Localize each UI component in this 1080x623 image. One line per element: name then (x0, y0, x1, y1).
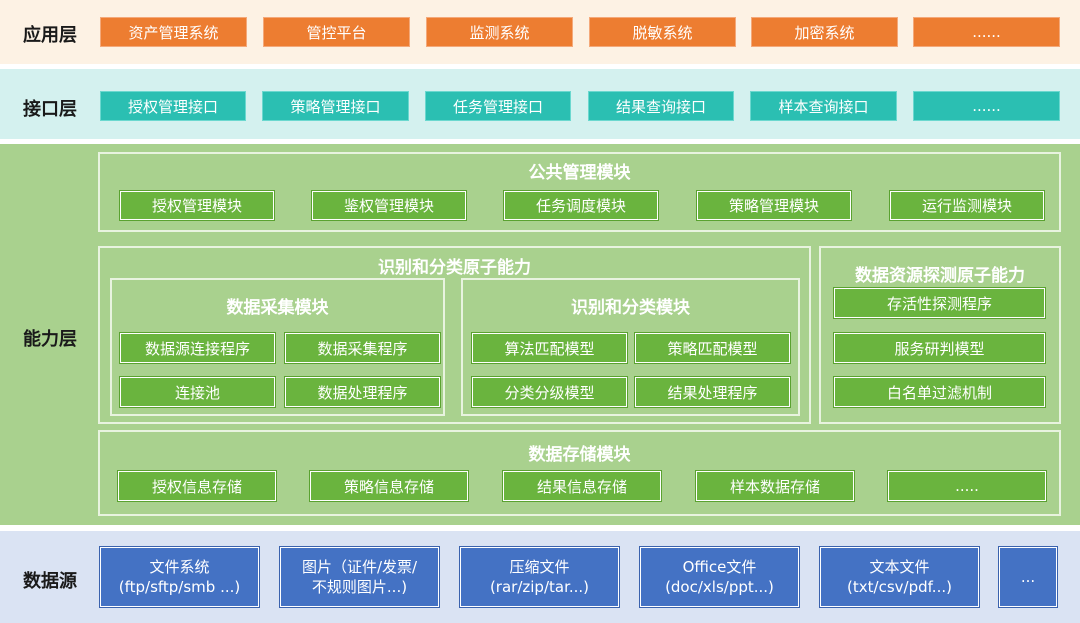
public-item-auth[interactable]: 授权管理模块 (120, 191, 274, 220)
source-item-subtitle: 不规则图片...) (311, 578, 408, 596)
source-item-title: 文件系统 (149, 558, 210, 576)
source-item-subtitle: (txt/csv/pdf...) (847, 578, 952, 596)
source-item-file-system[interactable]: 文件系统 (ftp/sftp/smb ...) (100, 547, 259, 607)
source-item-title: ... (1020, 568, 1036, 586)
collection-item-connection-pool[interactable]: 连接池 (120, 377, 275, 407)
app-layer-label: 应用层 (23, 25, 77, 46)
app-item-encryption-system[interactable]: 加密系统 (751, 17, 898, 47)
storage-item-more[interactable]: ..... (888, 471, 1046, 501)
collection-item-collector[interactable]: 数据采集程序 (285, 333, 440, 363)
source-item-title: 压缩文件 (509, 558, 570, 576)
public-module-box: 公共管理模块 (98, 152, 1061, 232)
api-item-more[interactable]: ...... (913, 91, 1060, 121)
storage-box: 数据存储模块 (98, 430, 1061, 516)
collection-title: 数据采集模块 (226, 298, 329, 318)
app-item-masking-system[interactable]: 脱敏系统 (589, 17, 736, 47)
storage-title: 数据存储模块 (528, 445, 631, 465)
public-module-title: 公共管理模块 (528, 163, 631, 183)
api-item-auth[interactable]: 授权管理接口 (100, 91, 246, 121)
app-item-asset-management[interactable]: 资产管理系统 (100, 17, 247, 47)
public-item-task-scheduling[interactable]: 任务调度模块 (504, 191, 658, 220)
probe-item-whitelist-filter[interactable]: 白名单过滤机制 (834, 377, 1045, 407)
storage-item-policy-info[interactable]: 策略信息存储 (310, 471, 468, 501)
source-item-subtitle: (doc/xls/ppt...) (665, 578, 774, 596)
storage-item-sample-data[interactable]: 样本数据存储 (696, 471, 854, 501)
probe-item-liveness-detection[interactable]: 存活性探测程序 (834, 288, 1045, 318)
app-layer-band: 应用层 资产管理系统 管控平台 监测系统 脱敏系统 加密系统 ...... (0, 0, 1080, 64)
public-item-authentication[interactable]: 鉴权管理模块 (312, 191, 466, 220)
recognition-title: 识别和分类原子能力 (378, 258, 531, 278)
api-item-result-query[interactable]: 结果查询接口 (588, 91, 734, 121)
source-item-title: Office文件 (682, 558, 757, 576)
api-layer-label: 接口层 (23, 99, 77, 120)
classification-item-algorithm-model[interactable]: 算法匹配模型 (472, 333, 627, 363)
source-item-archives[interactable]: 压缩文件 (rar/zip/tar...) (460, 547, 619, 607)
classification-box: 识别和分类模块 (461, 278, 800, 416)
source-item-images[interactable]: 图片（证件/发票/ 不规则图片...) (280, 547, 439, 607)
probe-box: 数据资源探测原子能力 (819, 246, 1061, 424)
source-item-more[interactable]: ... (999, 547, 1057, 607)
public-item-runtime-monitoring[interactable]: 运行监测模块 (890, 191, 1044, 220)
source-item-title: 图片（证件/发票/ (301, 558, 418, 576)
recognition-box: 识别和分类原子能力 (98, 246, 811, 424)
source-layer-band: 数据源 文件系统 (ftp/sftp/smb ...) 图片（证件/发票/ 不规… (0, 531, 1080, 623)
source-item-office-files[interactable]: Office文件 (doc/xls/ppt...) (640, 547, 799, 607)
source-item-subtitle: (rar/zip/tar...) (489, 578, 590, 596)
source-item-title: 文本文件 (869, 558, 930, 576)
classification-item-result-processor[interactable]: 结果处理程序 (635, 377, 790, 407)
app-item-control-platform[interactable]: 管控平台 (263, 17, 410, 47)
probe-title: 数据资源探测原子能力 (855, 266, 1025, 286)
classification-item-policy-model[interactable]: 策略匹配模型 (635, 333, 790, 363)
source-layer-label: 数据源 (23, 571, 77, 592)
collection-item-processor[interactable]: 数据处理程序 (285, 377, 440, 407)
capability-layer-label: 能力层 (23, 329, 77, 350)
collection-box: 数据采集模块 (110, 278, 445, 416)
source-item-subtitle: (ftp/sftp/smb ...) (118, 578, 241, 596)
public-item-policy[interactable]: 策略管理模块 (697, 191, 851, 220)
api-item-policy[interactable]: 策略管理接口 (262, 91, 409, 121)
classification-item-grading-model[interactable]: 分类分级模型 (472, 377, 627, 407)
storage-item-result-info[interactable]: 结果信息存储 (503, 471, 661, 501)
capability-layer-band: 能力层 公共管理模块 授权管理模块 鉴权管理模块 任务调度模块 策略管理模块 运… (0, 144, 1080, 525)
collection-item-source-connector[interactable]: 数据源连接程序 (120, 333, 275, 363)
api-item-task[interactable]: 任务管理接口 (425, 91, 571, 121)
source-item-text-files[interactable]: 文本文件 (txt/csv/pdf...) (820, 547, 979, 607)
classification-title: 识别和分类模块 (571, 298, 690, 318)
api-layer-band: 接口层 授权管理接口 策略管理接口 任务管理接口 结果查询接口 样本查询接口 .… (0, 69, 1080, 139)
probe-item-service-analysis[interactable]: 服务研判模型 (834, 333, 1045, 363)
app-item-monitoring-system[interactable]: 监测系统 (426, 17, 573, 47)
api-item-sample-query[interactable]: 样本查询接口 (750, 91, 897, 121)
app-item-more[interactable]: ...... (913, 17, 1060, 47)
storage-item-auth-info[interactable]: 授权信息存储 (118, 471, 276, 501)
